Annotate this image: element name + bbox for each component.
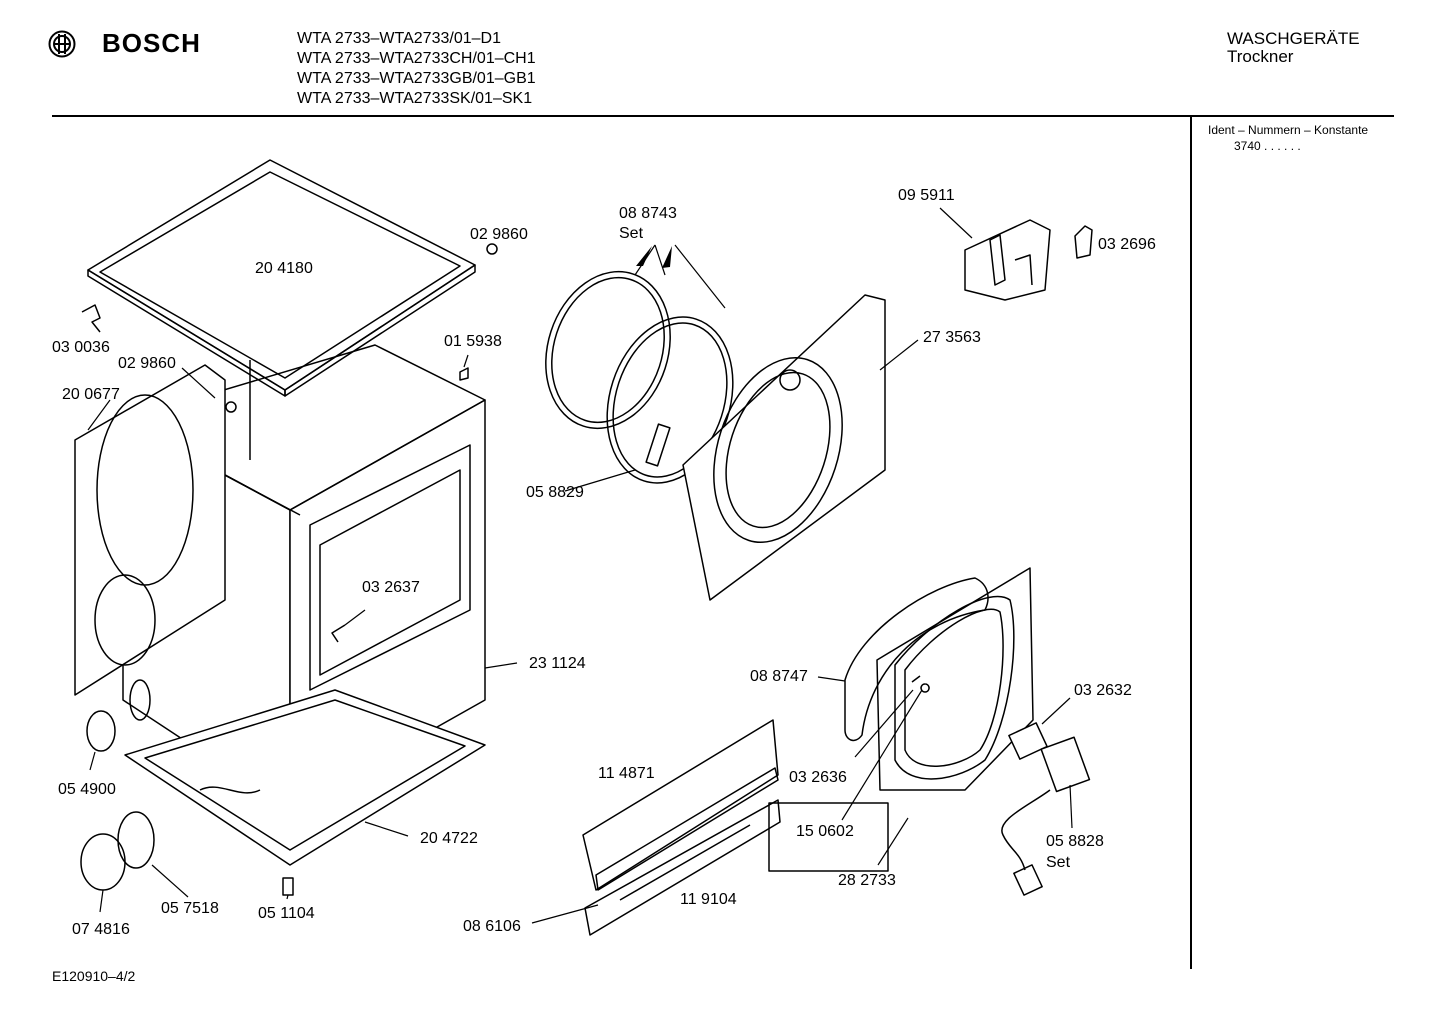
part-label: 05 1104 [258, 905, 315, 922]
category-block: WASCHGERÄTE Trockner [1227, 30, 1360, 66]
category-subtitle: Trockner [1227, 47, 1294, 66]
arrow-head [662, 246, 672, 268]
filter-ring-drawing [117, 811, 155, 869]
control-panel-drawing [582, 719, 779, 891]
filter-housing-drawing [80, 833, 126, 891]
part-label: 07 4816 [72, 921, 130, 938]
stopper-drawing [459, 367, 469, 381]
part-label: 28 2733 [838, 872, 896, 889]
part-label: 08 6106 [463, 918, 521, 935]
ident-block: Ident – Nummern – Konstante 3740 . . . .… [1208, 122, 1368, 154]
part-label: 03 2632 [1074, 682, 1132, 699]
part-label: 03 0036 [52, 339, 110, 356]
bearing-shield-drawing [682, 294, 886, 601]
part-label: 09 5911 [898, 187, 955, 204]
part-label: 20 4180 [255, 260, 313, 277]
gasket-round-drawing [86, 710, 116, 752]
leader-lines [87, 207, 1073, 924]
brand-name: BOSCH [102, 28, 201, 58]
part-label: 08 8743 [619, 205, 677, 222]
part-labels: 20 4180 02 9860 03 0036 02 9860 20 0677 … [52, 187, 1156, 938]
model-list: WTA 2733–WTA2733/01–D1 WTA 2733–WTA2733C… [297, 29, 536, 109]
bosch-armature-icon [48, 30, 76, 57]
foot-drawing [282, 877, 294, 896]
part-label: 03 2636 [789, 769, 847, 786]
part-label: 05 4900 [58, 781, 116, 798]
cap-drawing [486, 243, 498, 255]
category-title: WASCHGERÄTE [1227, 29, 1360, 48]
document-id: E120910–4/2 [52, 968, 136, 984]
brand-logo: BOSCH [48, 28, 201, 59]
rear-wall-drawing [74, 364, 226, 696]
part-label: 08 8747 [750, 668, 808, 685]
door-seal-drawing [844, 577, 989, 742]
bracket-drawing [81, 304, 101, 333]
part-label: Set [619, 225, 644, 242]
clip-drawing [1074, 225, 1093, 259]
sidebar-divider [1190, 117, 1192, 969]
door-switch-drawing [964, 219, 1051, 301]
model-line: WTA 2733–WTA2733SK/01–SK1 [297, 90, 533, 107]
model-line: WTA 2733–WTA2733GB/01–GB1 [297, 70, 536, 87]
part-label: 01 5938 [444, 333, 502, 350]
part-label: Set [1046, 854, 1071, 871]
part-label: 03 2637 [362, 579, 420, 596]
part-label: 05 8829 [526, 484, 584, 501]
sensor-cable-drawing [1001, 736, 1091, 896]
lock-drawing [1008, 722, 1048, 760]
drum-seal-drawing [545, 270, 734, 484]
part-label: 02 9860 [470, 226, 528, 243]
door-frame-drawing [876, 567, 1034, 791]
part-label: 05 7518 [161, 900, 219, 917]
arrow-head [636, 246, 652, 266]
screw-drawing [911, 675, 930, 693]
box-frame [768, 802, 889, 872]
plug-drawing [225, 401, 237, 413]
header-divider [52, 115, 1394, 117]
bezel-drawing [584, 799, 781, 936]
part-label: 03 2696 [1098, 236, 1156, 253]
ident-value: 3740 . . . . . . [1234, 139, 1301, 153]
part-label: 20 0677 [62, 386, 120, 403]
model-line: WTA 2733–WTA2733/01–D1 [297, 30, 501, 47]
part-label: 15 0602 [796, 823, 854, 840]
part-label: 05 8828 [1046, 833, 1104, 850]
exploded-view: 20 4180 02 9860 03 0036 02 9860 20 0677 … [52, 159, 1156, 938]
part-label: 11 9104 [680, 891, 737, 908]
part-label: 02 9860 [118, 355, 176, 372]
part-label: 11 4871 [598, 765, 655, 782]
model-line: WTA 2733–WTA2733CH/01–CH1 [297, 50, 536, 67]
latch-drawing [331, 624, 346, 643]
ident-label: Ident – Nummern – Konstante [1208, 123, 1369, 137]
base-frame-drawing [124, 689, 486, 866]
part-label: 23 1124 [529, 655, 586, 672]
part-label: 27 3563 [923, 329, 981, 346]
top-cover-drawing [87, 159, 476, 397]
part-label: 20 4722 [420, 830, 478, 847]
